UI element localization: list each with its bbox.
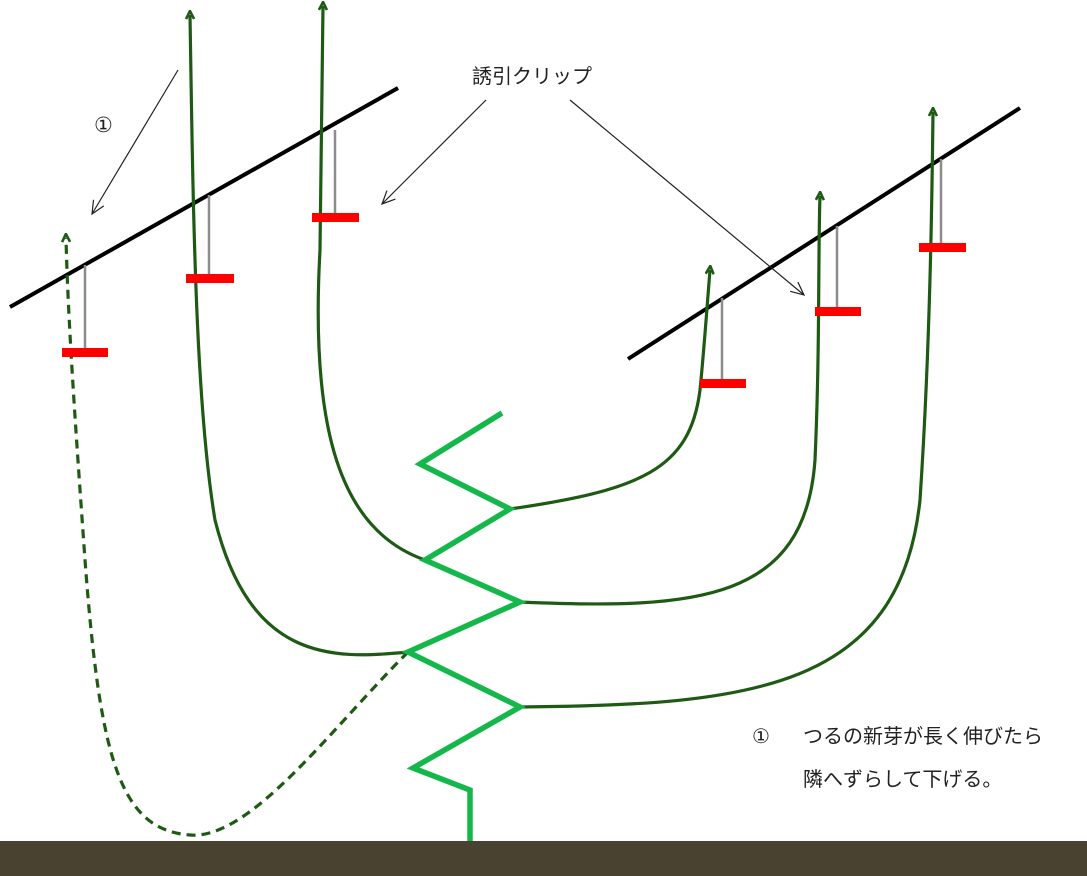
note-line-2: 隣へずらして下げる。 (803, 767, 1003, 791)
vine-left-dashed (66, 238, 410, 837)
step-marker-one: ① (94, 113, 113, 137)
clip-4 (700, 379, 746, 388)
marker-arrow (91, 69, 179, 216)
vine-right-2 (519, 196, 820, 606)
note-line-1: つるの新芽が長く伸びたら (803, 724, 1043, 748)
clip-2 (186, 274, 234, 283)
clip-3 (312, 213, 359, 222)
note-number: ① (752, 724, 770, 748)
clip-1 (62, 348, 108, 357)
callout-arrows (91, 69, 806, 296)
vine-left-3 (316, 6, 426, 562)
clip-arrow-left (380, 99, 487, 206)
clip-6 (919, 243, 966, 252)
clip-strings (83, 130, 943, 383)
main-stem (401, 410, 527, 841)
clip-label: 誘引クリップ (472, 64, 592, 88)
vine-left-2 (190, 15, 409, 657)
vine-right-1 (509, 270, 710, 511)
clip-5 (815, 307, 861, 316)
ground (0, 841, 1087, 876)
clips (62, 213, 966, 388)
vines (66, 6, 933, 837)
clip-arrow-right (569, 99, 806, 296)
vine-right-3 (519, 112, 933, 709)
right-trellis-wire (626, 106, 1022, 361)
left-trellis-wire (9, 86, 399, 309)
